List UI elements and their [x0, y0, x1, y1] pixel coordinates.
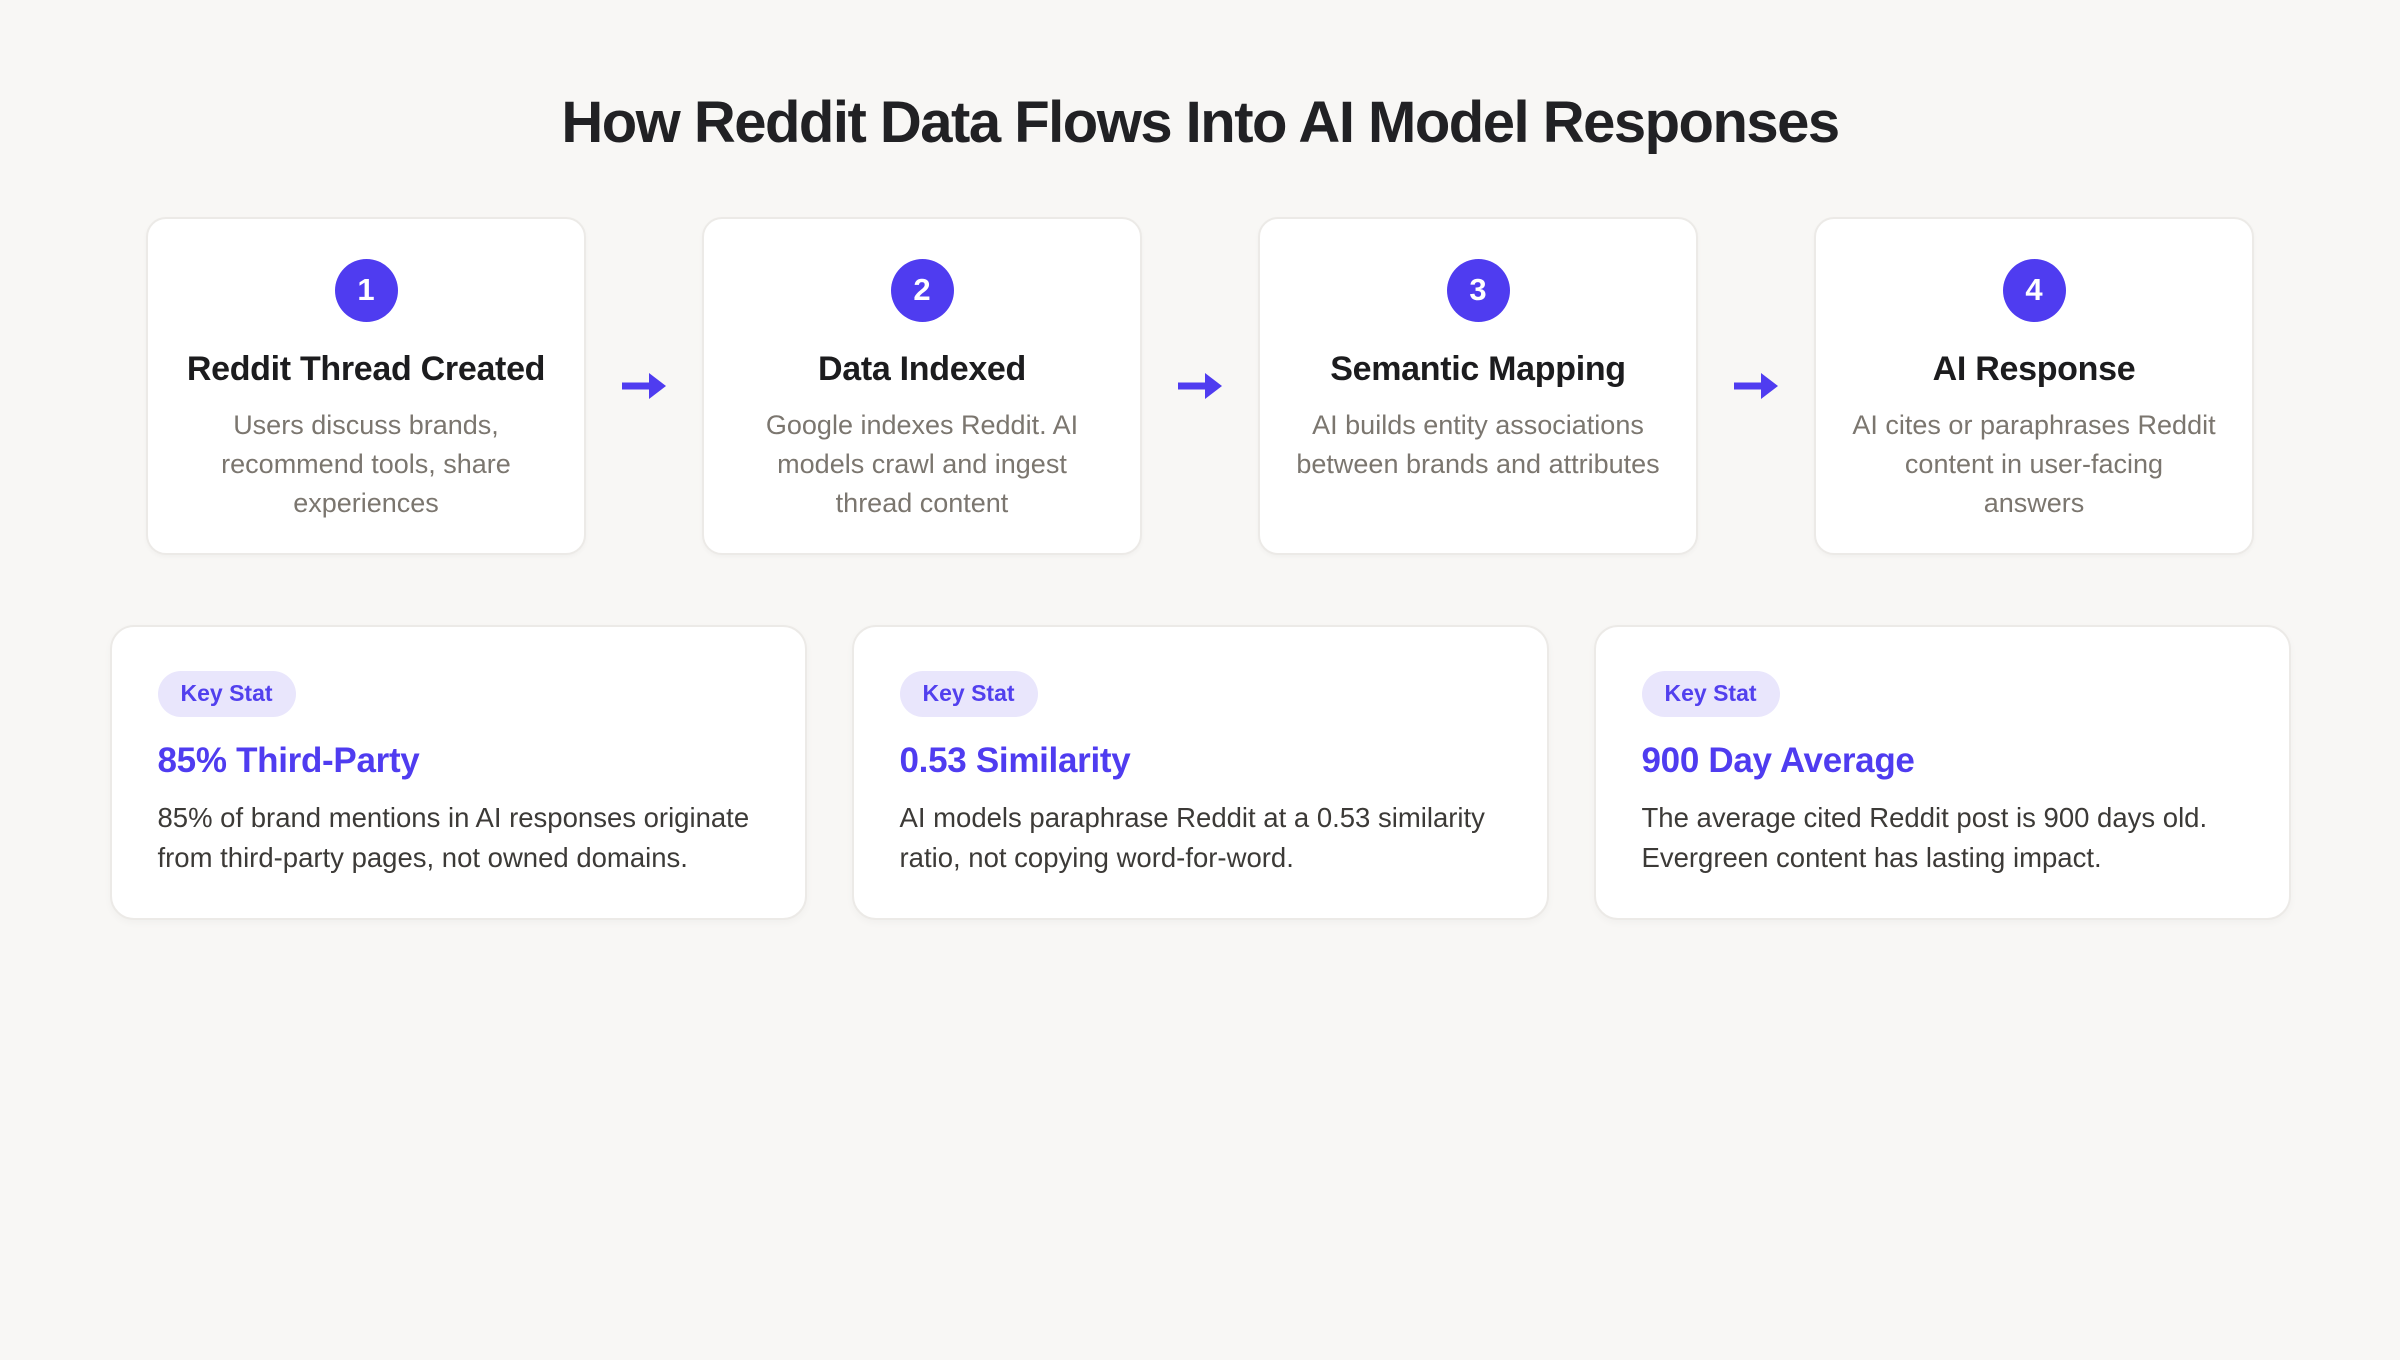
stat-card-third-party: Key Stat 85% Third-Party 85% of brand me… [109, 624, 807, 920]
stat-description: The average cited Reddit post is 900 day… [1641, 801, 2208, 873]
step-card-data-indexed: 2 Data Indexed Google indexes Reddit. AI… [702, 216, 1142, 555]
flow-arrow-icon [1698, 217, 1814, 555]
key-stat-badge: Key Stat [1641, 670, 1780, 717]
stat-title: 85% Third-Party [157, 740, 420, 780]
step-card-semantic-mapping: 3 Semantic Mapping AI builds entity asso… [1258, 216, 1698, 555]
step-title: Data Indexed [817, 349, 1027, 388]
step-card-ai-response: 4 AI Response AI cites or paraphrases Re… [1814, 216, 2254, 555]
stat-card-day-average: Key Stat 900 Day Average The average cit… [1593, 624, 2291, 920]
stat-card-similarity: Key Stat 0.53 Similarity AI models parap… [851, 624, 1549, 920]
stat-description: AI models paraphrase Reddit at a 0.53 si… [899, 801, 1485, 873]
flow-arrow-icon [586, 217, 702, 555]
step-title: AI Response [1932, 349, 2136, 388]
key-stats-row: Key Stat 85% Third-Party 85% of brand me… [0, 624, 2400, 920]
page-title: How Reddit Data Flows Into AI Model Resp… [561, 90, 1840, 155]
stat-title: 0.53 Similarity [899, 740, 1131, 780]
step-description: AI cites or paraphrases Reddit content i… [1852, 409, 2216, 518]
step-title: Reddit Thread Created [186, 349, 546, 388]
step-description: AI builds entity associations between br… [1296, 409, 1660, 479]
step-number-badge: 4 [2002, 258, 2066, 322]
step-number-badge: 1 [334, 258, 398, 322]
flow-steps-row: 1 Reddit Thread Created Users discuss br… [0, 216, 2400, 555]
step-description: Google indexes Reddit. AI models crawl a… [765, 409, 1079, 518]
stat-title: 900 Day Average [1641, 740, 1915, 780]
stat-description: 85% of brand mentions in AI responses or… [157, 801, 750, 873]
step-number-badge: 2 [890, 258, 954, 322]
key-stat-badge: Key Stat [899, 670, 1038, 717]
key-stat-badge: Key Stat [157, 670, 296, 717]
step-title: Semantic Mapping [1330, 349, 1626, 388]
step-description: Users discuss brands, recommend tools, s… [221, 409, 511, 518]
flow-arrow-icon [1142, 217, 1258, 555]
step-card-reddit-thread-created: 1 Reddit Thread Created Users discuss br… [146, 216, 586, 555]
step-number-badge: 3 [1446, 258, 1510, 322]
